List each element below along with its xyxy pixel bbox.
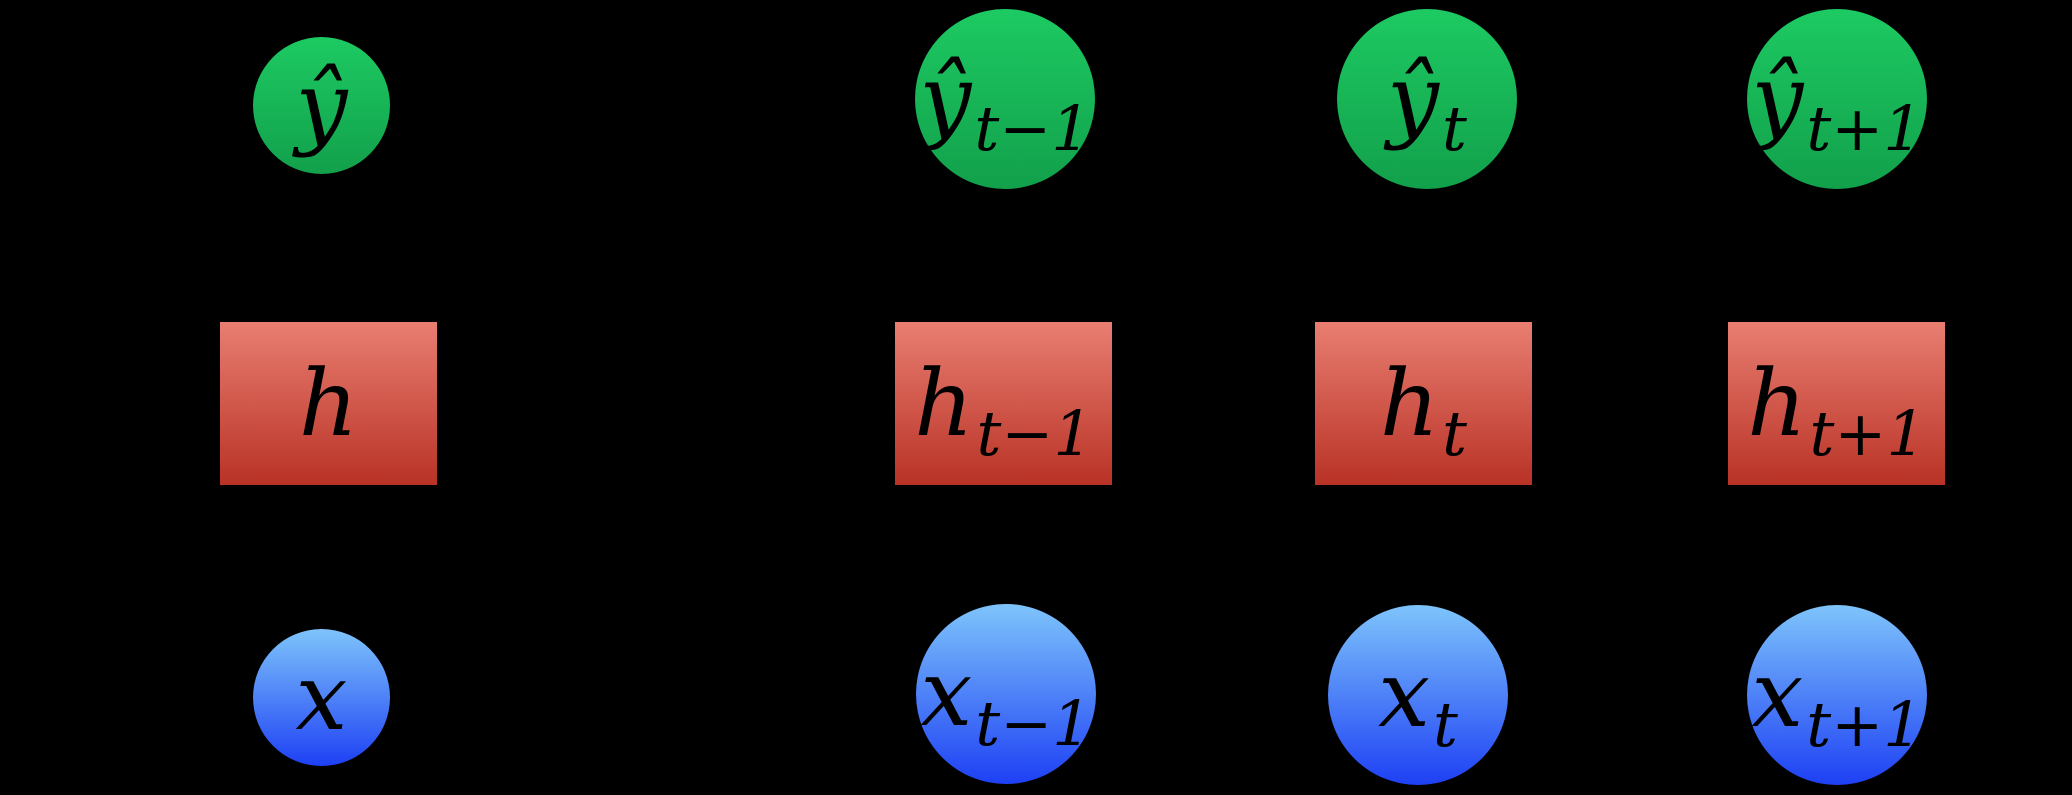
input-node-single-label: x <box>295 643 348 751</box>
input-node-t: x t <box>1328 605 1508 785</box>
input-t-plus-1-main: x <box>1751 641 1804 748</box>
hidden-node-t-minus-1: h t−1 <box>895 322 1112 485</box>
output-node-single-label: ŷ <box>295 51 348 159</box>
output-node-t-label: ŷ t <box>1387 45 1467 160</box>
input-single-main: x <box>295 643 348 751</box>
hidden-node-t: h t <box>1315 322 1532 485</box>
hidden-t-minus-1-sub: t−1 <box>976 396 1093 470</box>
output-t-minus-1-sub: t−1 <box>974 92 1091 165</box>
output-t-plus-1-main: ŷ <box>1751 45 1804 152</box>
hidden-node-t-plus-1-label: h t+1 <box>1747 349 1926 464</box>
input-node-t-minus-1-label: x t−1 <box>920 640 1091 755</box>
input-t-minus-1-sub: t−1 <box>975 687 1092 760</box>
output-node-single: ŷ <box>253 37 390 174</box>
output-t-plus-1-sub: t+1 <box>1806 92 1923 165</box>
hidden-t-main: h <box>1379 349 1440 457</box>
hidden-node-single-label: h <box>298 349 359 457</box>
hidden-t-minus-1-main: h <box>914 349 974 457</box>
input-t-main: x <box>1378 641 1430 748</box>
output-single-main: ŷ <box>295 51 348 159</box>
input-t-sub: t <box>1432 688 1458 761</box>
input-node-t-minus-1: x t−1 <box>916 604 1096 784</box>
output-node-t: ŷ t <box>1337 9 1517 189</box>
output-t-minus-1-main: ŷ <box>919 45 972 152</box>
input-t-minus-1-main: x <box>920 640 973 747</box>
input-node-t-plus-1: x t+1 <box>1747 605 1927 785</box>
input-node-t-plus-1-label: x t+1 <box>1751 641 1922 756</box>
input-node-single: x <box>253 629 390 766</box>
hidden-node-t-label: h t <box>1379 349 1467 464</box>
output-t-sub: t <box>1442 92 1467 165</box>
hidden-single-main: h <box>298 349 359 457</box>
input-t-plus-1-sub: t+1 <box>1806 688 1923 761</box>
output-node-t-minus-1: ŷ t−1 <box>915 9 1095 189</box>
output-node-t-plus-1-label: ŷ t+1 <box>1751 45 1922 160</box>
input-node-t-label: x t <box>1378 641 1458 756</box>
output-node-t-minus-1-label: ŷ t−1 <box>919 45 1090 160</box>
output-t-main: ŷ <box>1387 45 1440 152</box>
hidden-node-single: h <box>220 322 437 485</box>
hidden-t-plus-1-main: h <box>1747 349 1807 457</box>
hidden-t-plus-1-sub: t+1 <box>1809 396 1926 470</box>
output-node-t-plus-1: ŷ t+1 <box>1747 9 1927 189</box>
hidden-node-t-plus-1: h t+1 <box>1728 322 1945 485</box>
hidden-node-t-minus-1-label: h t−1 <box>914 349 1093 464</box>
hidden-t-sub: t <box>1442 396 1468 470</box>
